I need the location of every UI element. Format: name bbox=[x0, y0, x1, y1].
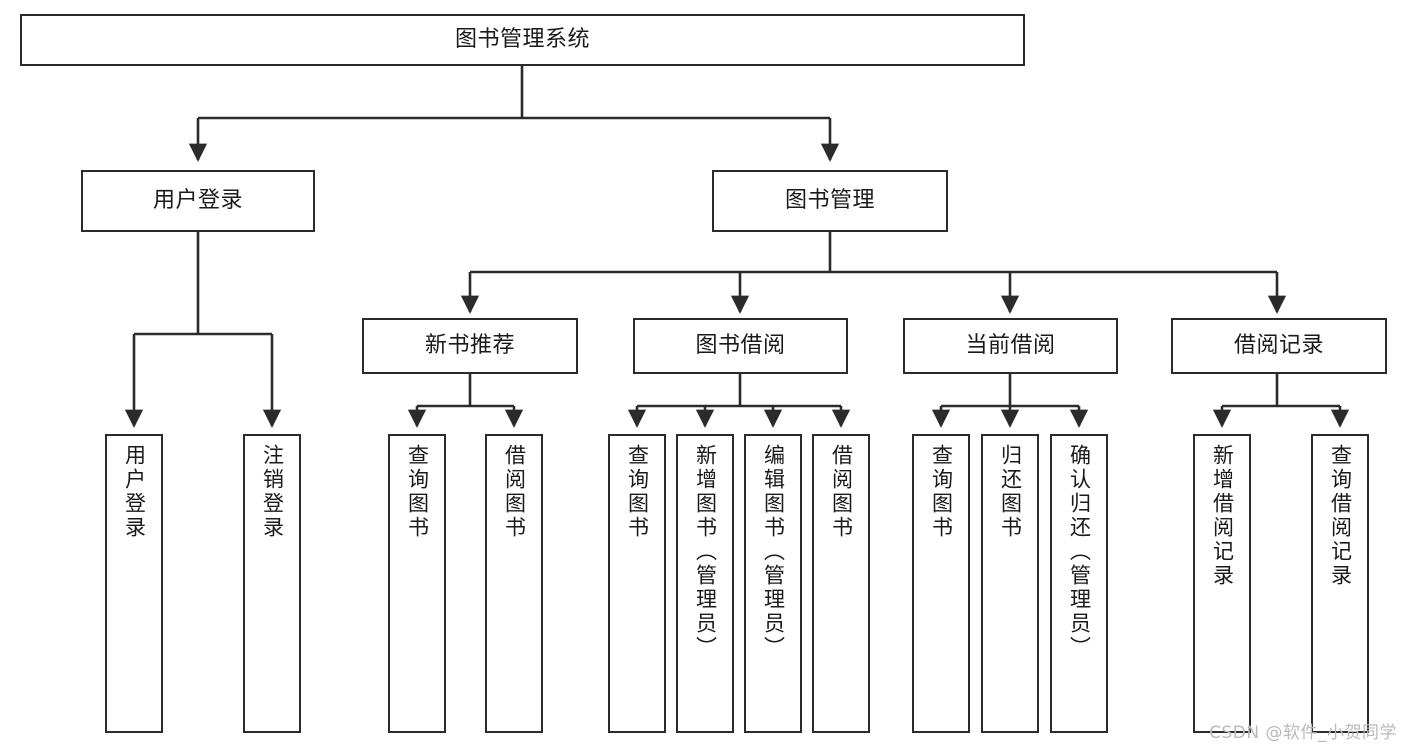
leaf-current-borrow-confirm-label: 确认归还（管理员） bbox=[1067, 444, 1092, 660]
node-borrow-record[interactable]: 借阅记录 bbox=[1171, 318, 1387, 374]
leaf-book-borrow-edit-label: 编辑图书（管理员） bbox=[761, 444, 786, 660]
leaf-borrow-record-add-label: 新增借阅记录 bbox=[1210, 444, 1235, 588]
leaf-book-borrow-query[interactable]: 查询图书 bbox=[608, 434, 666, 733]
leaf-user-login-logout[interactable]: 注销登录 bbox=[243, 434, 301, 733]
leaf-current-borrow-query[interactable]: 查询图书 bbox=[912, 434, 970, 733]
leaf-current-borrow-return[interactable]: 归还图书 bbox=[981, 434, 1039, 733]
leaf-book-borrow-query-label: 查询图书 bbox=[625, 444, 650, 540]
leaf-new-book-borrow[interactable]: 借阅图书 bbox=[485, 434, 543, 733]
node-current-borrow[interactable]: 当前借阅 bbox=[903, 318, 1118, 374]
node-borrow-record-label: 借阅记录 bbox=[1233, 332, 1324, 358]
leaf-book-borrow-borrow[interactable]: 借阅图书 bbox=[812, 434, 870, 733]
leaf-new-book-borrow-label: 借阅图书 bbox=[502, 444, 527, 540]
leaf-book-borrow-borrow-label: 借阅图书 bbox=[829, 444, 854, 540]
leaf-user-login-logout-label: 注销登录 bbox=[260, 444, 285, 540]
leaf-book-borrow-edit[interactable]: 编辑图书（管理员） bbox=[744, 434, 802, 733]
leaf-user-login-login[interactable]: 用户登录 bbox=[105, 434, 163, 733]
leaf-user-login-login-label: 用户登录 bbox=[122, 444, 147, 540]
leaf-borrow-record-query[interactable]: 查询借阅记录 bbox=[1311, 434, 1369, 733]
leaf-current-borrow-confirm[interactable]: 确认归还（管理员） bbox=[1050, 434, 1108, 733]
leaf-borrow-record-query-label: 查询借阅记录 bbox=[1328, 444, 1353, 588]
node-book-borrow[interactable]: 图书借阅 bbox=[633, 318, 848, 374]
leaf-current-borrow-query-label: 查询图书 bbox=[929, 444, 954, 540]
node-book-borrow-label: 图书借阅 bbox=[695, 332, 786, 358]
node-current-borrow-label: 当前借阅 bbox=[965, 332, 1056, 358]
leaf-borrow-record-add[interactable]: 新增借阅记录 bbox=[1193, 434, 1251, 733]
leaf-current-borrow-return-label: 归还图书 bbox=[998, 444, 1023, 540]
leaf-new-book-query-label: 查询图书 bbox=[405, 444, 430, 540]
node-user-login[interactable]: 用户登录 bbox=[81, 170, 315, 232]
leaf-book-borrow-add-label: 新增图书（管理员） bbox=[693, 444, 718, 660]
node-user-login-label: 用户登录 bbox=[152, 187, 243, 213]
node-book-management-label: 图书管理 bbox=[784, 187, 875, 213]
node-root-label: 图书管理系统 bbox=[454, 26, 590, 52]
node-root[interactable]: 图书管理系统 bbox=[20, 14, 1025, 66]
node-new-book-recommend[interactable]: 新书推荐 bbox=[362, 318, 578, 374]
leaf-new-book-query[interactable]: 查询图书 bbox=[388, 434, 446, 733]
node-book-management[interactable]: 图书管理 bbox=[712, 170, 948, 232]
leaf-book-borrow-add[interactable]: 新增图书（管理员） bbox=[676, 434, 734, 733]
node-new-book-recommend-label: 新书推荐 bbox=[424, 332, 515, 358]
